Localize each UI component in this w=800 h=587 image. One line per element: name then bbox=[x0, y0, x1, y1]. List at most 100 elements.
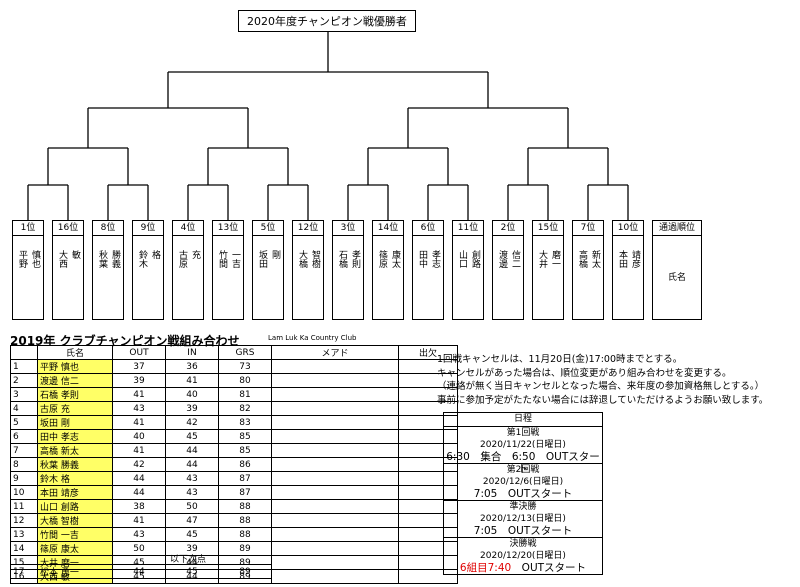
bracket-slot: 4位古原充 bbox=[172, 220, 204, 320]
slot-seed: 6位 bbox=[413, 221, 443, 236]
row-email bbox=[271, 443, 399, 458]
bracket-slot: 8位秋葉勝義 bbox=[92, 220, 124, 320]
slot-seed: 15位 bbox=[533, 221, 563, 236]
row-name: 坂田 剛 bbox=[37, 415, 113, 430]
extra-seed: 通過順位 bbox=[653, 221, 701, 236]
row-grs: 83 bbox=[218, 415, 272, 430]
row-name: 秋葉 勝義 bbox=[37, 457, 113, 472]
row-name: 大橋 智樹 bbox=[37, 513, 113, 528]
col-grs: GRS bbox=[218, 345, 272, 360]
row-no: 2 bbox=[10, 373, 38, 388]
bracket-slot: 10位本田靖彦 bbox=[612, 220, 644, 320]
slot-given-name: 慎也 bbox=[30, 250, 40, 268]
row-email bbox=[271, 373, 399, 388]
next-label: 以下次点 bbox=[170, 555, 207, 565]
row-in: 41 bbox=[165, 373, 219, 388]
round-name: 準決勝 bbox=[509, 502, 537, 512]
bracket-slot: 7位高橋新太 bbox=[572, 220, 604, 320]
row-no: 5 bbox=[10, 415, 38, 430]
row-no: 10 bbox=[10, 485, 38, 500]
slot-given-name: 孝志 bbox=[430, 250, 440, 268]
slot-surname: 古原 bbox=[177, 250, 187, 268]
row-grs: 85 bbox=[218, 443, 272, 458]
row-no: 14 bbox=[10, 541, 38, 556]
row-out: 41 bbox=[112, 443, 166, 458]
slot-name: 本田靖彦 bbox=[613, 236, 643, 268]
slot-name: 大西敏 bbox=[53, 236, 83, 268]
row-in: 44 bbox=[165, 443, 219, 458]
row-email bbox=[271, 387, 399, 402]
alt-grs: 89 bbox=[218, 564, 272, 579]
row-no: 13 bbox=[10, 527, 38, 542]
row-in: 40 bbox=[165, 387, 219, 402]
slot-name: 篠原康太 bbox=[373, 236, 403, 268]
row-email bbox=[271, 499, 399, 514]
slot-name: 渡邊信二 bbox=[493, 236, 523, 268]
row-email bbox=[271, 429, 399, 444]
round-date: 2020/11/22(日曜日) bbox=[480, 440, 566, 450]
row-grs: 80 bbox=[218, 373, 272, 388]
col-no bbox=[10, 345, 38, 360]
round-name: 第1回戦 bbox=[506, 428, 540, 438]
row-grs: 86 bbox=[218, 457, 272, 472]
slot-name: 石橋孝則 bbox=[333, 236, 363, 268]
alt-in: 45 bbox=[165, 564, 219, 579]
slot-name: 大井磨一 bbox=[533, 236, 563, 268]
slot-name: 平野慎也 bbox=[13, 236, 43, 268]
row-name: 鈴木 格 bbox=[37, 471, 113, 486]
slot-name: 山口創路 bbox=[453, 236, 483, 268]
row-email bbox=[271, 401, 399, 416]
row-name: 石橋 孝則 bbox=[37, 387, 113, 402]
row-in: 44 bbox=[165, 457, 219, 472]
row-name: 竹間 一吉 bbox=[37, 527, 113, 542]
slot-name: 古原充 bbox=[173, 236, 203, 268]
bracket-slot: 11位山口創路 bbox=[452, 220, 484, 320]
row-no: 4 bbox=[10, 401, 38, 416]
bracket-slot: 1位平野慎也 bbox=[12, 220, 44, 320]
slot-seed: 13位 bbox=[213, 221, 243, 236]
bracket-slot: 6位田中孝志 bbox=[412, 220, 444, 320]
row-grs: 82 bbox=[218, 401, 272, 416]
slot-given-name: 信二 bbox=[510, 250, 520, 268]
bracket-slot: 3位石橋孝則 bbox=[332, 220, 364, 320]
row-grs: 87 bbox=[218, 485, 272, 500]
row-no: 6 bbox=[10, 429, 38, 444]
slot-surname: 平野 bbox=[17, 250, 27, 268]
row-grs: 73 bbox=[218, 359, 272, 374]
row-grs: 87 bbox=[218, 471, 272, 486]
row-out: 41 bbox=[112, 513, 166, 528]
alternate-row: 17 松本 勇一 44 45 89 bbox=[10, 564, 272, 579]
note-line: 事前に参加予定がたたない場合には辞退していただけるようお願い致します。 bbox=[437, 394, 769, 406]
row-in: 50 bbox=[165, 499, 219, 514]
slot-name: 秋葉勝義 bbox=[93, 236, 123, 268]
slot-seed: 12位 bbox=[293, 221, 323, 236]
row-email bbox=[271, 569, 399, 584]
row-email bbox=[271, 485, 399, 500]
bracket-title: 2020年度チャンピオン戦優勝者 bbox=[238, 10, 416, 32]
slot-surname: 坂田 bbox=[257, 250, 267, 268]
row-email bbox=[271, 359, 399, 374]
row-out: 38 bbox=[112, 499, 166, 514]
slot-surname: 竹間 bbox=[217, 250, 227, 268]
row-no: 11 bbox=[10, 499, 38, 514]
row-grs: 88 bbox=[218, 499, 272, 514]
slot-seed: 5位 bbox=[253, 221, 283, 236]
bracket-extra-slot: 通過順位 氏名 bbox=[652, 220, 702, 320]
slot-surname: 田中 bbox=[417, 250, 427, 268]
slot-given-name: 剛 bbox=[270, 250, 280, 259]
row-email bbox=[271, 541, 399, 556]
slot-given-name: 新太 bbox=[590, 250, 600, 268]
round-time: 6組目7:40 OUTスタート bbox=[444, 562, 602, 574]
club-name: Lam Luk Ka Country Club bbox=[268, 334, 357, 342]
row-email bbox=[271, 527, 399, 542]
bracket-slot: 14位篠原康太 bbox=[372, 220, 404, 320]
